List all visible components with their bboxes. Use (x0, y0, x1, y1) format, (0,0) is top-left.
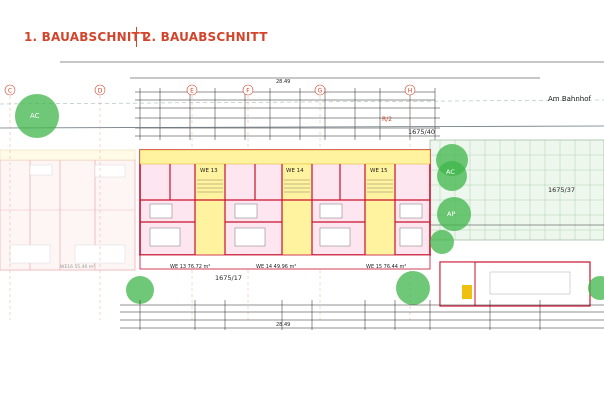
parcel-label-bottom: 1675/17 (215, 274, 242, 282)
axis-f-label: F (246, 88, 250, 95)
axis-g-label: G (318, 88, 323, 95)
axis-d-label: D (98, 88, 103, 95)
tree-icon (437, 197, 471, 231)
unit-13-label: WE 13 (200, 168, 218, 174)
tree-icon (396, 271, 430, 305)
parcel-label-top: 1675/40 (408, 128, 435, 136)
rail-line (0, 125, 604, 129)
tree-icon (430, 230, 454, 254)
ap-label-right: AP (447, 210, 455, 218)
unit-15-area: WE 15 76.44 m² (366, 264, 406, 270)
unit-15-label: WE 15 (370, 168, 388, 174)
dimension-top: 28.49 (276, 79, 290, 85)
garage-block (439, 261, 591, 307)
bottom-dimension-lines (120, 304, 604, 329)
r2-label: R/2 (382, 116, 392, 123)
heading-section-1: 1. BAUABSCHNITT (24, 30, 149, 44)
axis-c-label: C (8, 88, 12, 95)
unit-14-label: WE 14 (286, 168, 304, 174)
tree-icon (437, 161, 467, 191)
tree-icon (15, 94, 59, 138)
unit-13-area: WE 13 76.72 m² (170, 264, 210, 270)
property-line (0, 99, 604, 105)
phase-1-unit-area: WE16 55.40 m² (60, 264, 95, 270)
tree-icon (126, 276, 154, 304)
dimension-ticks (139, 88, 436, 140)
tree-icon (588, 276, 604, 300)
street-label: Am Bahnhof (548, 95, 592, 103)
heading-separator (136, 27, 137, 47)
grid-axis-markers: C D E F G H (4, 84, 416, 320)
main-building (139, 149, 431, 270)
top-dimension-lines (60, 61, 604, 137)
phase-1-building (0, 149, 136, 271)
unit-14-area: WE 14 49.96 m² (256, 264, 296, 270)
tree-markers (15, 94, 604, 305)
ac-label-right: AC (446, 168, 455, 176)
axis-e-label: E (190, 88, 194, 95)
heading-section-2: 2. BAUABSCHNITT (143, 30, 268, 44)
axis-h-label: H (408, 88, 413, 95)
dimension-bottom: 28.49 (276, 322, 290, 328)
parcel-label-right: 1675/37 (548, 186, 575, 194)
ac-label-left: AC (30, 112, 40, 120)
plan-labels: Am Bahnhof 1675/40 1675/37 1675/17 R/2 W… (30, 79, 592, 328)
